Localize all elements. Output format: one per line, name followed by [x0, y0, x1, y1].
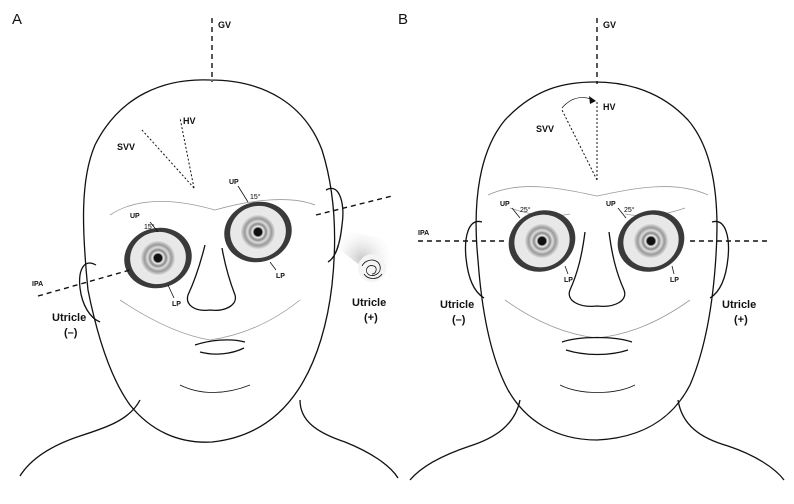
panel-a-right-lp-label: LP: [276, 273, 285, 280]
panel-a-ipa-line-right: [316, 196, 392, 215]
panel-b-right-lp-label: LP: [670, 277, 679, 284]
panel-a-utricle-left-sign: (–): [64, 327, 78, 339]
panel-a-hv-line: [180, 118, 194, 188]
panel-a-utricle-right-name: Utricle: [352, 297, 386, 309]
panel-b-svv-arrow: [562, 98, 594, 108]
panel-a-ipa-line-left: [38, 270, 130, 296]
panel-b-utricle-left-sign: (–): [452, 314, 466, 326]
panel-b-hv-label: HV: [603, 102, 616, 112]
panel-b-ipa-label: IPA: [418, 230, 429, 237]
panel-b-nose: [569, 232, 625, 306]
panel-b-left-lp-label: LP: [564, 277, 573, 284]
panel-b-utricle-right-name: Utricle: [722, 299, 756, 311]
panel-b-utricle-right-sign: (+): [734, 314, 748, 326]
panel-a-left-lp-label: LP: [172, 301, 181, 308]
panel-a-right-eye: [217, 194, 298, 270]
panel-b-left-eye: [499, 199, 586, 282]
panel-b-mouth: [562, 338, 632, 355]
panel-a-svv-label: SVV: [117, 142, 135, 152]
panel-b-neck: [410, 400, 520, 480]
panel-a-neck: [20, 400, 140, 476]
panel-a-right-degree: 15°: [250, 193, 261, 201]
panel-a-hv-label: HV: [183, 116, 196, 126]
panel-b-chin: [560, 385, 635, 393]
panel-b-svv-label: SVV: [536, 124, 554, 134]
panel-a-left-degree: 15°: [144, 223, 155, 231]
panel-a-left-lp-leader: [168, 285, 174, 298]
panel-b-left-lp-leader: [565, 266, 568, 274]
panel-b-left-up-leader: [512, 208, 520, 218]
panel-a-utricle-right-sign: (+): [364, 312, 378, 324]
panel-a-mouth: [195, 340, 245, 354]
panel-a-neck-right: [300, 400, 398, 478]
panel-a-right-lp-leader: [270, 262, 276, 270]
panel-a-gv-label: GV: [218, 20, 231, 30]
panel-b-left-ear: [466, 221, 484, 298]
panel-a-label: A: [12, 11, 22, 28]
panel-a-head-outline: [84, 80, 335, 442]
panel-a-nose: [187, 245, 235, 310]
panel-a-right-up-leader: [238, 186, 248, 202]
panel-b-label: B: [398, 11, 408, 28]
panel-a: A GV HV: [12, 11, 398, 478]
panel-b-left-up-label: UP: [500, 201, 510, 208]
panel-b-right-degree: 25°: [624, 206, 635, 214]
panel-a-right-up-label: UP: [229, 179, 239, 186]
panel-a-utricle-left-name: Utricle: [52, 312, 86, 324]
panel-b-svv-arrowhead: [589, 96, 596, 104]
panel-b-utricle-left-name: Utricle: [440, 299, 474, 311]
panel-a-svv-line: [142, 130, 194, 188]
panel-b-svv-line: [562, 110, 597, 180]
panel-a-utricle-icon: [358, 254, 386, 282]
panel-a-chin: [180, 385, 250, 393]
panel-b-right-up-label: UP: [606, 201, 616, 208]
panel-b-left-degree: 25°: [520, 206, 531, 214]
panel-a-ipa-label: IPA: [32, 281, 43, 288]
panel-b: B GV: [398, 11, 784, 480]
panel-b-right-lp-leader: [672, 266, 674, 274]
panel-b-neck-right: [678, 400, 784, 480]
panel-a-left-up-label: UP: [130, 213, 140, 220]
panel-b-gv-label: GV: [603, 20, 616, 30]
panel-b-right-eye: [608, 199, 695, 282]
